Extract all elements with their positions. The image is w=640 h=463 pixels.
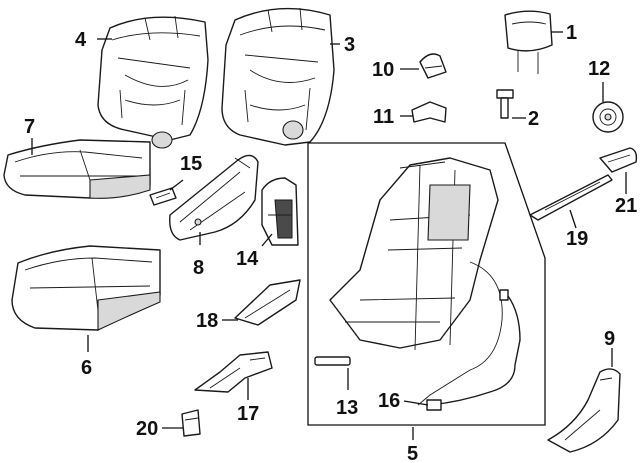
part-13-switch <box>314 356 351 366</box>
callout-17: 17 <box>237 403 259 425</box>
callout-5: 5 <box>407 443 418 463</box>
part-9-side-trim <box>547 368 621 453</box>
callout-20: 20 <box>136 418 158 440</box>
part-12-cover <box>592 101 624 133</box>
part-4-seat-back-cushion <box>97 15 209 149</box>
callout-9: 9 <box>604 328 615 350</box>
part-7-seat-cushion <box>3 139 151 199</box>
callout-11: 11 <box>373 106 394 128</box>
callout-labels: 1 2 3 4 5 6 7 8 9 10 11 12 13 14 15 16 1… <box>24 22 637 463</box>
part-3-seat-back-pad <box>221 7 335 146</box>
callout-4: 4 <box>75 29 87 51</box>
callout-8: 8 <box>193 257 204 279</box>
part-14-recliner-handle <box>261 177 299 246</box>
part-10-latch <box>419 53 447 79</box>
callout-21: 21 <box>615 195 637 217</box>
part-16-wire-harness <box>426 289 521 411</box>
part-17-bracket <box>194 351 273 393</box>
part-8-side-shield <box>169 154 259 241</box>
callout-10: 10 <box>372 59 394 81</box>
leader-lines <box>31 31 627 440</box>
callout-16: 16 <box>378 390 400 412</box>
part-2-headrest-guide <box>496 89 514 119</box>
callout-12: 12 <box>588 58 610 80</box>
part-18-trim-piece <box>234 279 301 326</box>
part-21-latch-cover <box>599 147 638 173</box>
callout-2: 2 <box>528 108 539 130</box>
part-11-guide <box>411 101 447 123</box>
callout-19: 19 <box>566 228 588 250</box>
callout-18: 18 <box>196 310 218 332</box>
part-15-bracket <box>149 187 177 206</box>
part-1-headrest <box>504 10 553 74</box>
callout-13: 13 <box>336 397 358 419</box>
callout-6: 6 <box>81 357 92 379</box>
part-19-cable <box>529 174 613 221</box>
callout-3: 3 <box>344 34 355 56</box>
callout-15: 15 <box>180 153 202 175</box>
part-6-cushion-cover <box>11 245 161 331</box>
part-5-seat-frame-assembly <box>307 142 546 426</box>
callout-14: 14 <box>236 248 259 270</box>
part-20-clip <box>181 409 201 437</box>
callout-7: 7 <box>24 116 35 138</box>
callout-1: 1 <box>566 22 577 44</box>
